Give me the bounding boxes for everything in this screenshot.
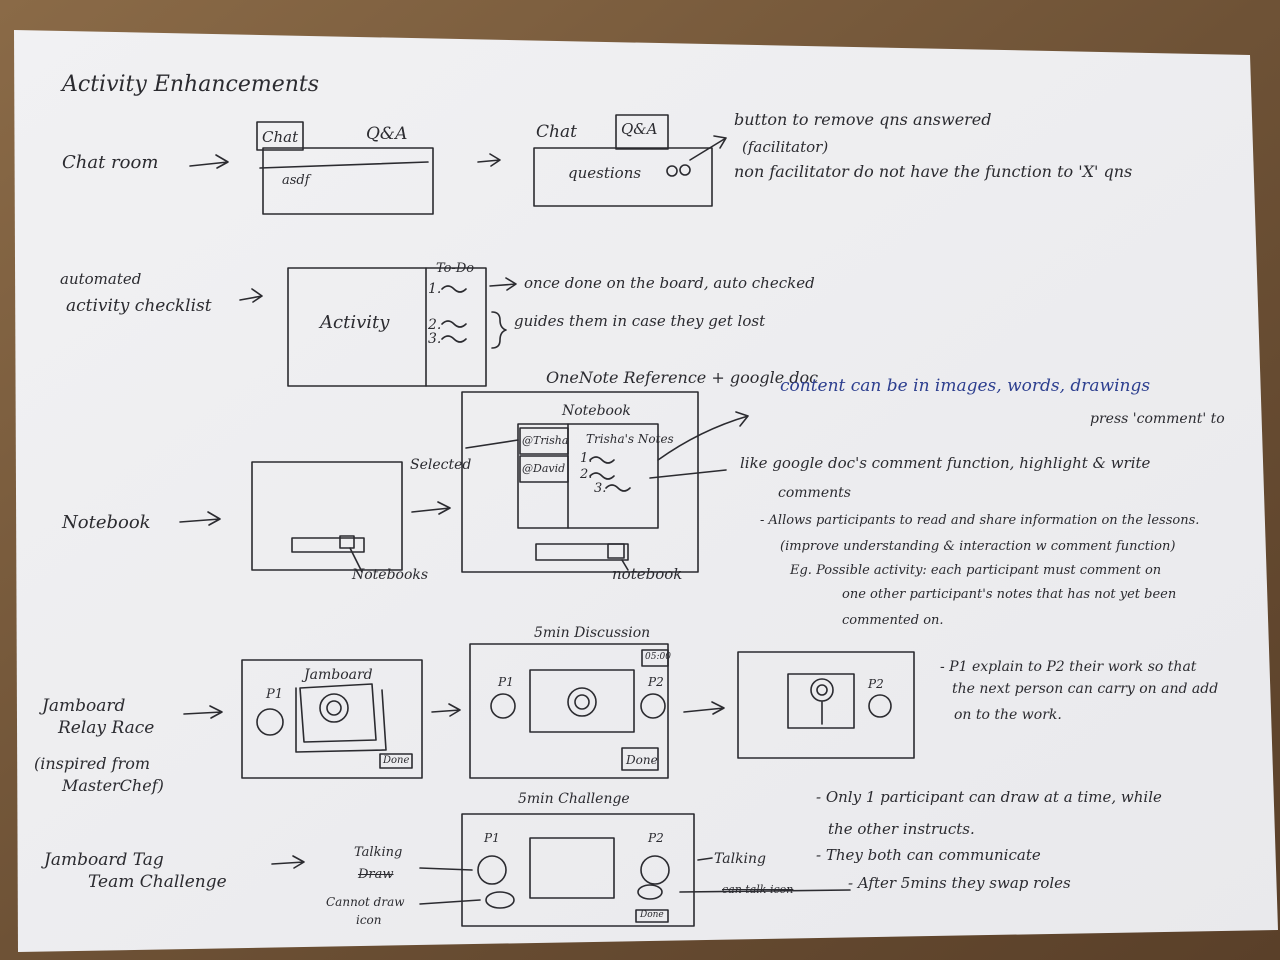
arrow-right-icon (431, 703, 461, 717)
arrow-right-icon (271, 855, 305, 869)
p1-label: P1 (498, 675, 514, 689)
relay-sketch-2 (469, 643, 669, 779)
todo-heading: To-Do (436, 261, 475, 276)
done-button: Done (640, 910, 664, 920)
done-button: Done (383, 755, 410, 766)
relay-label: Relay Race (58, 718, 155, 738)
arrow-right-icon (239, 288, 263, 303)
timer-label: 05:00 (645, 652, 671, 662)
tab-david: @David (522, 462, 566, 475)
arrow-right-icon (489, 277, 517, 291)
draw-struck-label: Draw (358, 867, 394, 882)
notes-item: 1. (580, 451, 593, 466)
brace-icon (491, 311, 507, 349)
checklist-note: once done on the board, auto checked (524, 274, 815, 292)
checklist-sketch (287, 267, 487, 387)
arrow-right-icon (179, 511, 221, 526)
challenge-title: 5min Challenge (518, 791, 630, 807)
tag-note: - After 5mins they swap roles (848, 874, 1071, 892)
jamboard-label: Jamboard (304, 667, 373, 683)
done-button: Done (626, 753, 658, 767)
relay-note: the next person can carry on and add (952, 681, 1219, 697)
selected-label: Selected (410, 457, 472, 473)
notebook-caption: notebook (612, 565, 683, 583)
arrow-right-icon (683, 701, 725, 715)
arrow-right-icon (183, 705, 223, 719)
tag-label: Team Challenge (88, 872, 227, 892)
cannot-draw-label: Cannot draw (326, 895, 405, 909)
qa-tab-label: Q&A (366, 124, 408, 144)
allows-note: one other participant's notes that has n… (842, 587, 1177, 602)
allows-note: (improve understanding & interaction w c… (780, 539, 1176, 554)
tag-note: the other instructs. (828, 820, 975, 838)
relay-note: - P1 explain to P2 their work so that (940, 659, 1197, 675)
talking-label: Talking (354, 845, 403, 860)
relay-sketch-1 (241, 659, 423, 779)
notebook-label: Notebook (62, 512, 151, 533)
checklist-label: automated (60, 270, 142, 288)
questions-text: questions (568, 164, 642, 182)
tab-trisha: @Trisha (522, 434, 569, 447)
notebooks-caption: Notebooks (352, 567, 429, 583)
cannot-draw-label: icon (356, 913, 382, 927)
chat-tab-label: Chat (536, 122, 577, 142)
tag-note: - They both can communicate (816, 846, 1041, 864)
qa-tab-label: Q&A (621, 120, 658, 138)
arrow-curve-icon (657, 411, 749, 461)
chat-sketch-2 (533, 114, 713, 207)
notes-title: Trisha's Notes (586, 432, 674, 446)
p2-label: P2 (648, 675, 664, 689)
relay-label: (inspired from (34, 754, 151, 773)
chat-sketch-1 (256, 121, 434, 215)
todo-item: 1. (428, 281, 442, 297)
todo-item: 2. (428, 317, 442, 333)
relay-label: Jamboard (42, 696, 126, 716)
press-comment-note: press 'comment' to (1090, 411, 1225, 427)
checklist-note: guides them in case they get lost (514, 312, 766, 330)
google-note: like google doc's comment function, high… (740, 454, 1151, 472)
page-title: Activity Enhancements (62, 72, 320, 97)
notes-item: 3. (594, 481, 607, 496)
chatroom-label: Chat room (62, 152, 159, 173)
chat-note: button to remove qns answered (734, 110, 992, 129)
allows-note: - Allows participants to read and share … (760, 513, 1200, 528)
talking-label: Talking (714, 851, 767, 867)
strike-line (679, 889, 851, 893)
relay-sketch-3 (737, 651, 915, 759)
can-talk-struck-label: can talk icon (722, 883, 794, 896)
todo-item: 3. (428, 331, 442, 347)
p1-label: P1 (484, 831, 500, 845)
notebook-frame-title: Notebook (562, 403, 631, 419)
chat-note: non facilitator do not have the function… (734, 162, 1133, 181)
discussion-title: 5min Discussion (534, 625, 651, 641)
notebook-sketch-right (461, 391, 699, 573)
chat-message: asdf (282, 173, 310, 188)
notebook-sketch-left (251, 461, 403, 573)
checklist-label: activity checklist (66, 296, 212, 316)
comments-note: comments (778, 485, 851, 501)
p1-label: P1 (266, 687, 284, 702)
allows-note: commented on. (842, 613, 944, 628)
notes-item: 2. (580, 467, 593, 482)
arrow-right-icon (189, 154, 229, 169)
arrow-right-icon (649, 469, 727, 479)
arrow-right-icon (477, 153, 501, 167)
relay-label: MasterChef) (62, 776, 164, 795)
arrow-curve-icon (689, 135, 727, 161)
tag-label: Jamboard Tag (44, 850, 164, 870)
chat-tab-label: Chat (262, 128, 299, 146)
relay-note: on to the work. (954, 707, 1062, 723)
chat-note: (facilitator) (742, 138, 829, 156)
p2-label: P2 (868, 677, 884, 691)
tag-note: - Only 1 participant can draw at a time,… (816, 788, 1162, 806)
notebook-heading: OneNote Reference + google doc (546, 368, 819, 387)
activity-label: Activity (320, 312, 390, 333)
p2-label: P2 (648, 831, 664, 845)
allows-note: Eg. Possible activity: each participant … (790, 563, 1162, 578)
content-note: content can be in images, words, drawing… (780, 376, 1151, 396)
tag-sketch (419, 813, 713, 927)
arrow-right-icon (411, 501, 451, 515)
